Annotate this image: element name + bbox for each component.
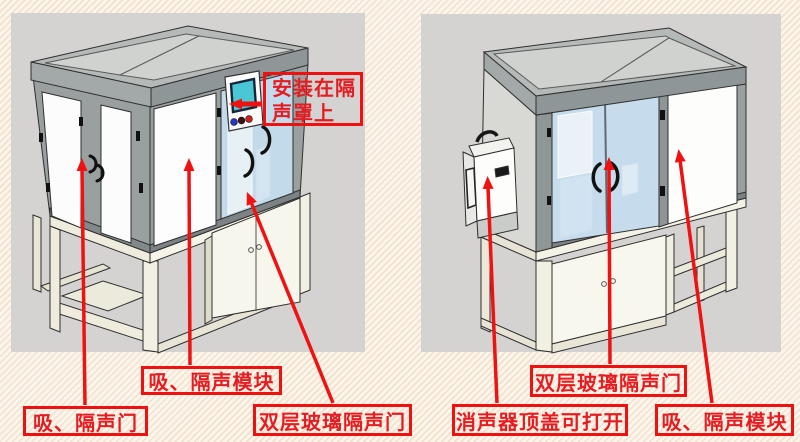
glass-door-handle-icon (243, 148, 255, 178)
door-hinge-icons (39, 108, 221, 193)
label-double-glass-door-right: 双层玻璃隔声门 (530, 365, 687, 397)
annotation-arrow-silencer (482, 176, 499, 404)
left-stand-cabinet (204, 197, 301, 325)
annotation-arrows (76, 98, 714, 406)
glass-door-handle-icon (591, 162, 602, 193)
right-booth (462, 27, 748, 253)
silencer-box (462, 130, 519, 239)
door-hinge-icons (547, 110, 665, 205)
label-silencer-top-openable: 消声器顶盖可打开 (452, 404, 628, 436)
left-booth (30, 25, 309, 254)
label-double-glass-door-left: 双层玻璃隔声门 (253, 404, 412, 436)
silencer-latch-icon (494, 165, 510, 178)
control-panel (224, 70, 264, 132)
absorb-module-panel (667, 81, 738, 225)
double-glass-door (551, 93, 660, 244)
annotation-arrow-module-right (674, 149, 714, 404)
blue-button (230, 118, 238, 126)
dark-button (237, 116, 246, 125)
absorb-door-handle-icon (95, 163, 105, 183)
annotation-arrow-module-left (183, 158, 195, 366)
label-absorb-sound-door: 吸、隔声门 (23, 406, 148, 436)
left-booth-roof (30, 25, 309, 108)
silencer-handle-icon (475, 130, 499, 143)
right-booth-roof (482, 27, 748, 117)
skylight-panel (600, 37, 737, 83)
glass-door-handle-icon (260, 125, 272, 155)
label-absorb-sound-module-right: 吸、隔声模块 (655, 404, 794, 436)
annotation-arrow-glass-door-right (603, 157, 615, 365)
label-absorb-sound-module-left: 吸、隔声模块 (141, 366, 282, 395)
absorb-module-panel (153, 92, 217, 247)
label-install-note: 安装在隔声罩上 (263, 72, 363, 126)
red-button (245, 115, 253, 123)
skylight-panel (118, 35, 295, 81)
absorb-door-panel-2 (100, 104, 132, 244)
right-enclosure-illustration (462, 27, 748, 354)
control-panel-screen (229, 77, 258, 114)
annotation-arrow-glass-door-left (246, 191, 335, 404)
annotation-arrow-absorb-door (76, 158, 88, 406)
